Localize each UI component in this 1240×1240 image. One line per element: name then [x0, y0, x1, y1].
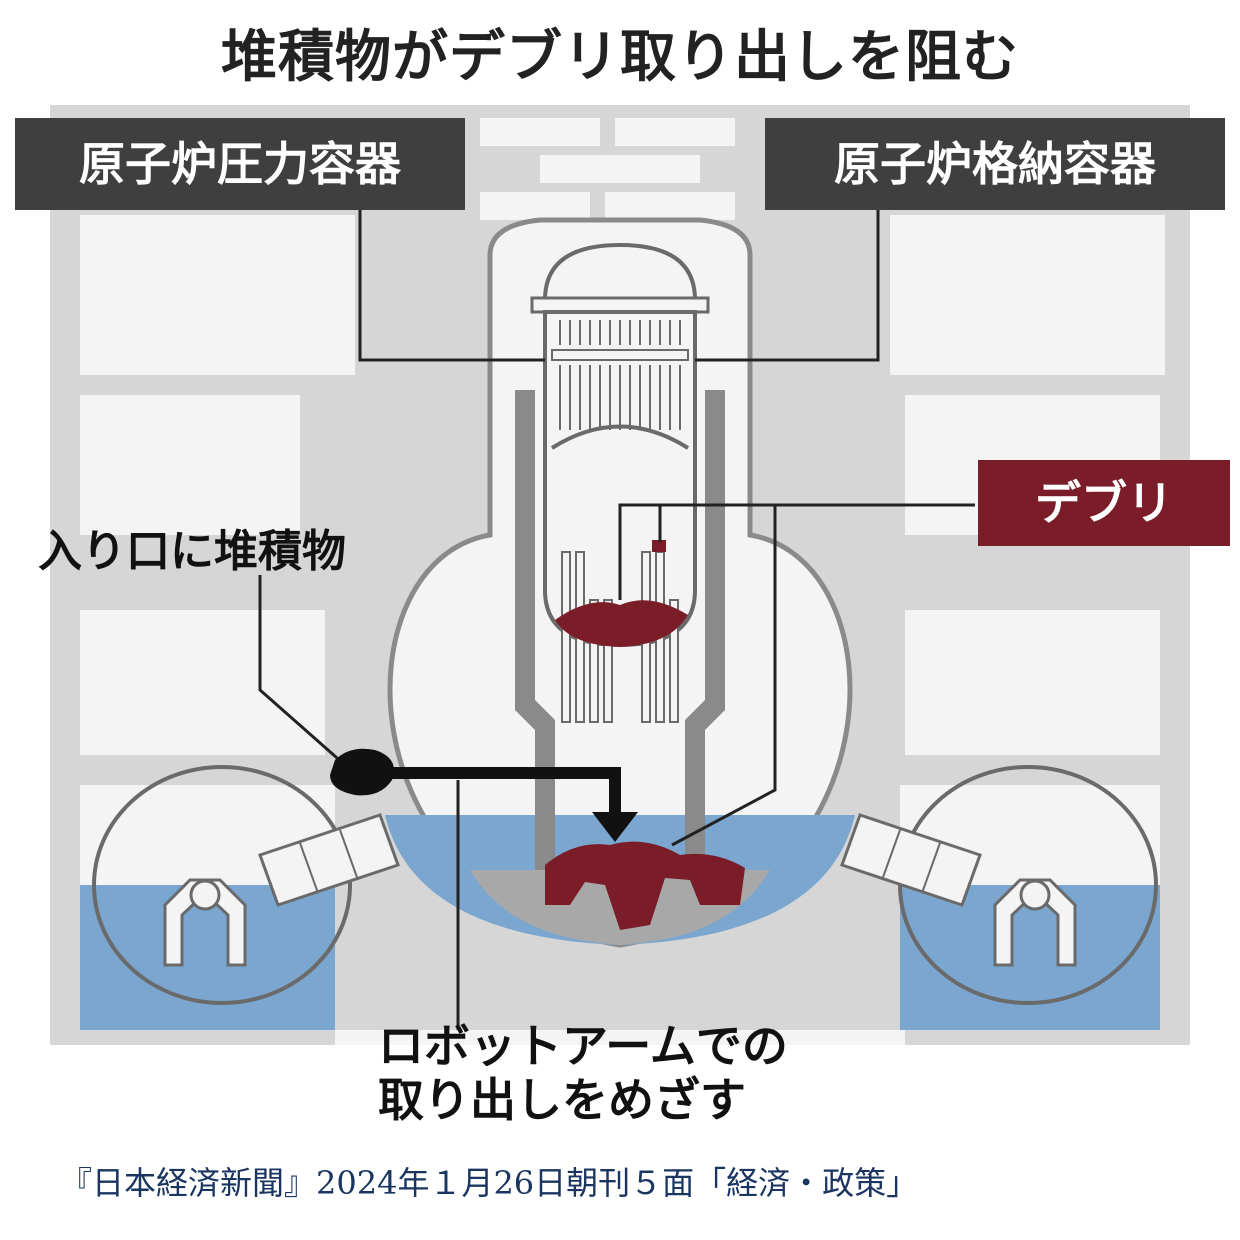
pressure-vessel	[530, 242, 710, 723]
suppression-pool-left	[80, 765, 352, 1030]
pedestal	[515, 390, 725, 870]
source-caption: 『日本経済新聞』2024年１月26日朝刊５面「経済・政策」	[60, 1164, 919, 1202]
debris-label: デブリ	[978, 460, 1230, 546]
vent-pipes	[258, 813, 982, 907]
robot-arm-label-line1: ロボットアームでの	[378, 1019, 788, 1073]
robot-arm-label-line2: 取り出しをめざす	[378, 1073, 746, 1127]
reactor-diagram	[50, 105, 1190, 1045]
diagram-title: 堆積物がデブリ取り出しを阻む	[221, 25, 1019, 90]
pressure-vessel-label: 原子炉圧力容器	[15, 118, 465, 210]
debris-pile-bottom	[545, 841, 745, 930]
containment-vessel-label: 原子炉格納容器	[765, 118, 1225, 210]
entrance-deposit-blob	[330, 748, 394, 796]
entrance-deposits-label: 入り口に堆積物	[38, 526, 346, 577]
callout-lines	[258, 210, 975, 1030]
suppression-pool-right	[898, 765, 1160, 1030]
robot-arm-route-arrow	[392, 767, 638, 842]
